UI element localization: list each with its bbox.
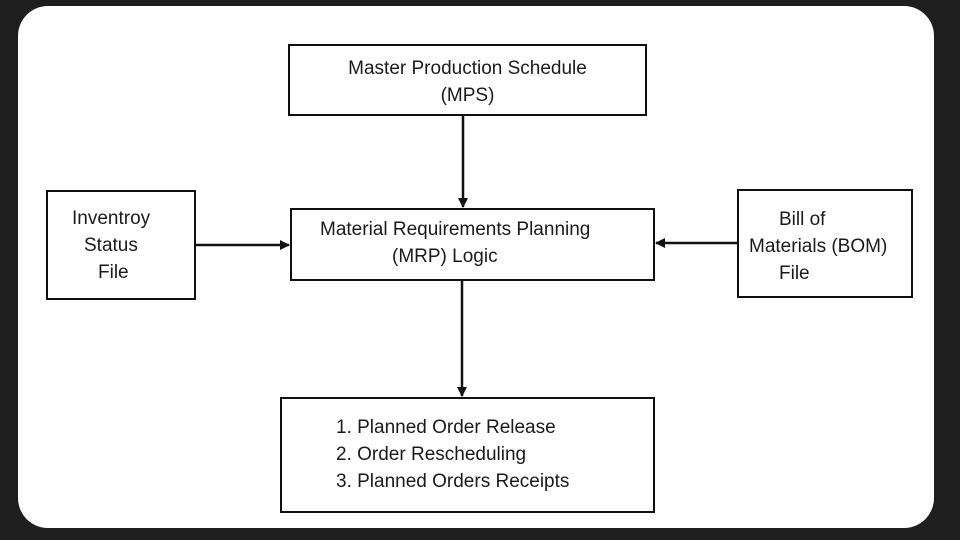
output-item-order-rescheduling: 2. Order Rescheduling (336, 444, 527, 465)
bom-file-box: Bill of Materials (BOM) File (737, 189, 913, 298)
inventory-line-3: File (98, 262, 129, 283)
bom-line-1: Bill of (779, 209, 826, 230)
mps-box: Master Production Schedule (MPS) (288, 44, 647, 116)
mrp-title: Material Requirements Planning (320, 219, 591, 240)
mrp-box: Material Requirements Planning (MRP) Log… (290, 208, 655, 281)
bom-line-2: Materials (BOM) (749, 236, 888, 257)
mrp-outputs-box: 1. Planned Order Release 2. Order Resche… (280, 397, 655, 513)
output-item-planned-orders-receipts: 3. Planned Orders Receipts (336, 471, 570, 492)
inventory-line-1: Inventroy (72, 208, 151, 229)
inventory-line-2: Status (84, 235, 138, 256)
diagram-canvas: Master Production Schedule (MPS) Materia… (18, 6, 934, 528)
mrp-subtitle: (MRP) Logic (392, 246, 498, 267)
mps-abbreviation: (MPS) (440, 85, 495, 106)
bom-line-3: File (779, 263, 810, 284)
inventory-status-file-box: Inventroy Status File (46, 190, 196, 300)
arrow-layer (196, 116, 737, 397)
mps-title: Master Production Schedule (348, 58, 587, 79)
output-item-planned-order-release: 1. Planned Order Release (336, 417, 556, 438)
